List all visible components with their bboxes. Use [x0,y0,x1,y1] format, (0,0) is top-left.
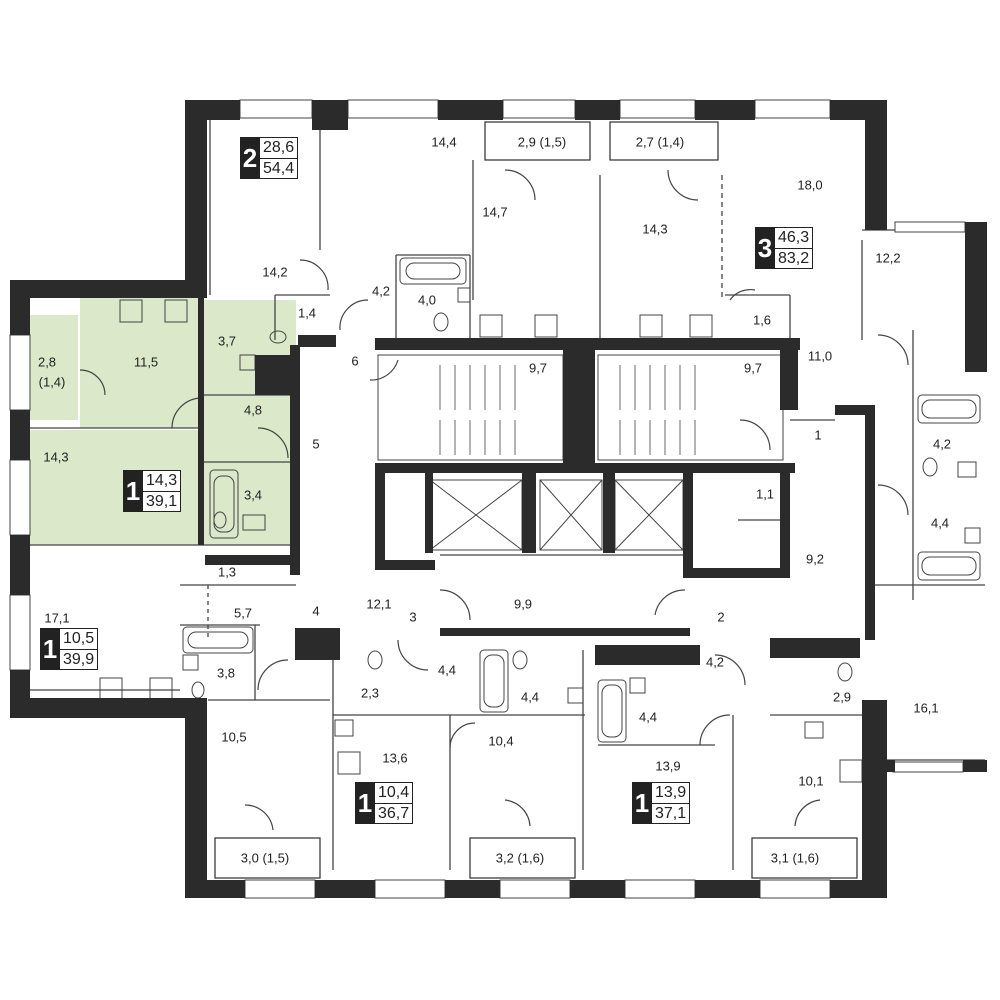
room-count: 1 [355,782,375,824]
room-number: 5 [312,436,320,452]
room-label: 14,4 [431,134,457,150]
room-label: 1,1 [755,486,775,502]
room-label: 1,4 [297,305,317,321]
room-label: 1,6 [752,312,772,328]
living-area: 10,5 [60,629,98,650]
room-number: 3 [409,609,417,625]
room-label: 4,4 [638,709,658,725]
room-number: 1 [814,427,822,443]
room-number: 4 [312,603,320,619]
room-label: 9,9 [513,596,533,612]
room-label: 13,6 [382,750,408,766]
room-label: 17,1 [44,610,70,626]
total-area: 39,1 [146,493,178,510]
room-label: 9,2 [805,551,825,567]
room-label: (1,4) [38,374,66,390]
room-label: 14,7 [482,204,508,220]
room-number: 6 [351,353,359,369]
room-label: 4,2 [705,654,725,670]
room-label: 3,8 [216,665,236,681]
highlighted-apartment [30,298,296,545]
room-label: 4,4 [520,689,540,705]
room-label: 4,8 [243,402,263,418]
windows [9,99,966,899]
room-label: 3,4 [243,487,263,503]
balcony-label: 2,7 (1,4) [635,134,685,150]
balcony-label: 3,1 (1,6) [770,850,820,866]
total-area: 37,1 [655,805,687,822]
room-label: 1,3 [217,564,237,580]
room-label: 12,2 [875,250,901,266]
room-label: 10,4 [488,733,514,749]
room-label: 4,0 [417,292,437,308]
walls [10,100,987,898]
balcony-label: 3,2 (1,6) [495,850,545,866]
room-label: 9,7 [743,360,763,376]
room-label: 2,9 [832,689,852,705]
room-label: 4,4 [930,515,950,531]
living-area: 28,6 [260,138,298,159]
room-count: 1 [123,470,143,512]
room-label: 10,5 [221,729,247,745]
balcony-label: 3,0 (1,5) [240,850,290,866]
room-label: 3,7 [217,333,237,349]
balcony-label: 2,9 (1,5) [517,134,567,150]
room-label: 12,1 [366,596,392,612]
room-count: 3 [755,227,775,269]
room-count: 2 [240,137,260,179]
room-count: 1 [40,628,60,670]
room-label: 14,3 [642,221,668,237]
room-label: 2,8 [37,354,57,370]
total-area: 36,7 [378,805,410,822]
door-swings [79,169,909,831]
room-label: 16,1 [913,700,939,716]
room-label: 4,2 [371,283,391,299]
room-label: 13,9 [655,758,681,774]
total-area: 83,2 [778,250,810,267]
room-number: 2 [717,609,725,625]
room-label: 2,3 [360,685,380,701]
living-area: 14,3 [143,471,181,492]
fixtures [99,257,981,783]
room-label: 4,4 [437,662,457,678]
room-label: 4,2 [932,436,952,452]
room-label: 18,0 [797,177,823,193]
room-label: 5,7 [233,605,253,621]
room-label: 14,3 [43,449,69,465]
room-label: 9,7 [528,360,548,376]
living-area: 13,9 [652,783,690,804]
room-label: 10,1 [798,773,824,789]
room-label: 14,2 [262,264,288,280]
room-label: 11,0 [807,348,833,364]
room-label: 11,5 [133,354,159,370]
total-area: 54,4 [263,160,295,177]
total-area: 39,9 [63,651,95,668]
living-area: 10,4 [375,783,413,804]
living-area: 46,3 [775,228,813,249]
room-count: 1 [632,782,652,824]
